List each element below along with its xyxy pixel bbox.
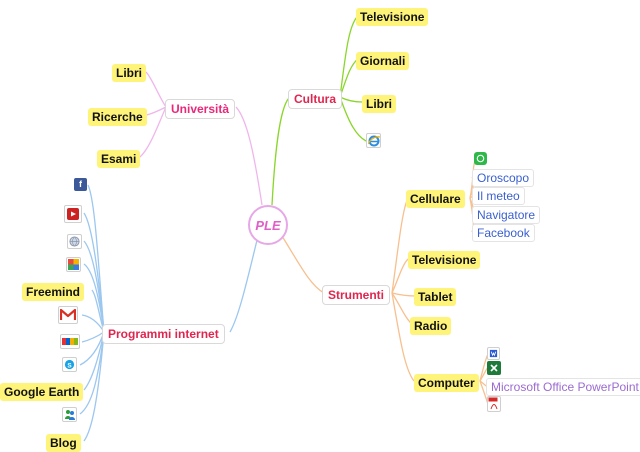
node-cellulare[interactable]: Cellulare — [406, 190, 465, 208]
node-cultura-label: Cultura — [294, 92, 336, 106]
node-label: Navigatore — [477, 208, 536, 222]
messenger-icon[interactable] — [62, 407, 77, 422]
node-cultura-giornali[interactable]: Giornali — [356, 52, 410, 70]
software-powerpoint[interactable]: Microsoft Office PowerPoint — [486, 378, 640, 396]
pdf-icon[interactable] — [487, 396, 501, 412]
node-universita[interactable]: Università — [165, 99, 236, 119]
svg-text:S: S — [67, 362, 72, 369]
node-computer[interactable]: Computer — [414, 374, 479, 392]
central-node-label: PLE — [255, 217, 281, 233]
node-label: Libri — [116, 66, 142, 80]
node-blog[interactable]: Blog — [46, 434, 81, 452]
node-label: Computer — [418, 376, 475, 390]
node-label: Oroscopo — [477, 171, 530, 185]
node-cultura-libri[interactable]: Libri — [362, 95, 396, 113]
node-programmi-label: Programmi internet — [108, 327, 219, 341]
node-strumenti-televisione[interactable]: Televisione — [408, 251, 481, 269]
node-programmi-internet[interactable]: Programmi internet — [102, 324, 225, 344]
node-strumenti-label: Strumenti — [328, 288, 385, 302]
excel-icon[interactable] — [487, 361, 501, 375]
node-tablet[interactable]: Tablet — [414, 288, 457, 306]
app-meteo[interactable]: Il meteo — [472, 187, 525, 205]
word-icon[interactable] — [487, 347, 500, 360]
central-node-ple[interactable]: PLE — [248, 205, 288, 245]
node-strumenti[interactable]: Strumenti — [322, 285, 391, 305]
app-oroscopo[interactable]: Oroscopo — [472, 169, 535, 187]
globe-icon[interactable] — [67, 234, 82, 249]
node-universita-esami[interactable]: Esami — [97, 150, 141, 168]
youtube-icon[interactable] — [64, 205, 82, 223]
gmail-icon[interactable] — [58, 306, 78, 324]
node-label: Televisione — [412, 253, 477, 267]
node-cultura[interactable]: Cultura — [288, 89, 342, 109]
node-label: Il meteo — [477, 189, 520, 203]
node-label: Ricerche — [92, 110, 143, 124]
node-label: Giornali — [360, 54, 406, 68]
skype-icon[interactable]: S — [62, 357, 77, 372]
node-label: Libri — [366, 97, 392, 111]
whatsapp-icon[interactable] — [474, 152, 487, 165]
ebay-icon[interactable] — [60, 334, 80, 349]
node-label: Microsoft Office PowerPoint — [491, 380, 639, 394]
node-label: Cellulare — [410, 192, 461, 206]
node-label: Radio — [414, 319, 448, 333]
node-cultura-televisione[interactable]: Televisione — [356, 8, 429, 26]
node-label: Televisione — [360, 10, 425, 24]
node-radio[interactable]: Radio — [410, 317, 452, 335]
node-label: Esami — [101, 152, 137, 166]
node-label: Facebook — [477, 226, 530, 240]
facebook-icon[interactable]: f — [74, 178, 87, 191]
node-label: Tablet — [418, 290, 453, 304]
node-universita-libri[interactable]: Libri — [112, 64, 146, 82]
node-universita-ricerche[interactable]: Ricerche — [88, 108, 147, 126]
picasa-icon[interactable] — [66, 257, 81, 272]
app-navigatore[interactable]: Navigatore — [472, 206, 541, 224]
node-freemind[interactable]: Freemind — [22, 283, 85, 301]
app-facebook[interactable]: Facebook — [472, 224, 535, 242]
node-label: Freemind — [26, 285, 81, 299]
node-label: Blog — [50, 436, 77, 450]
internet-explorer-icon[interactable] — [366, 133, 381, 148]
node-label: Google Earth — [4, 385, 80, 399]
node-universita-label: Università — [171, 102, 230, 116]
node-google-earth[interactable]: Google Earth — [0, 383, 84, 401]
